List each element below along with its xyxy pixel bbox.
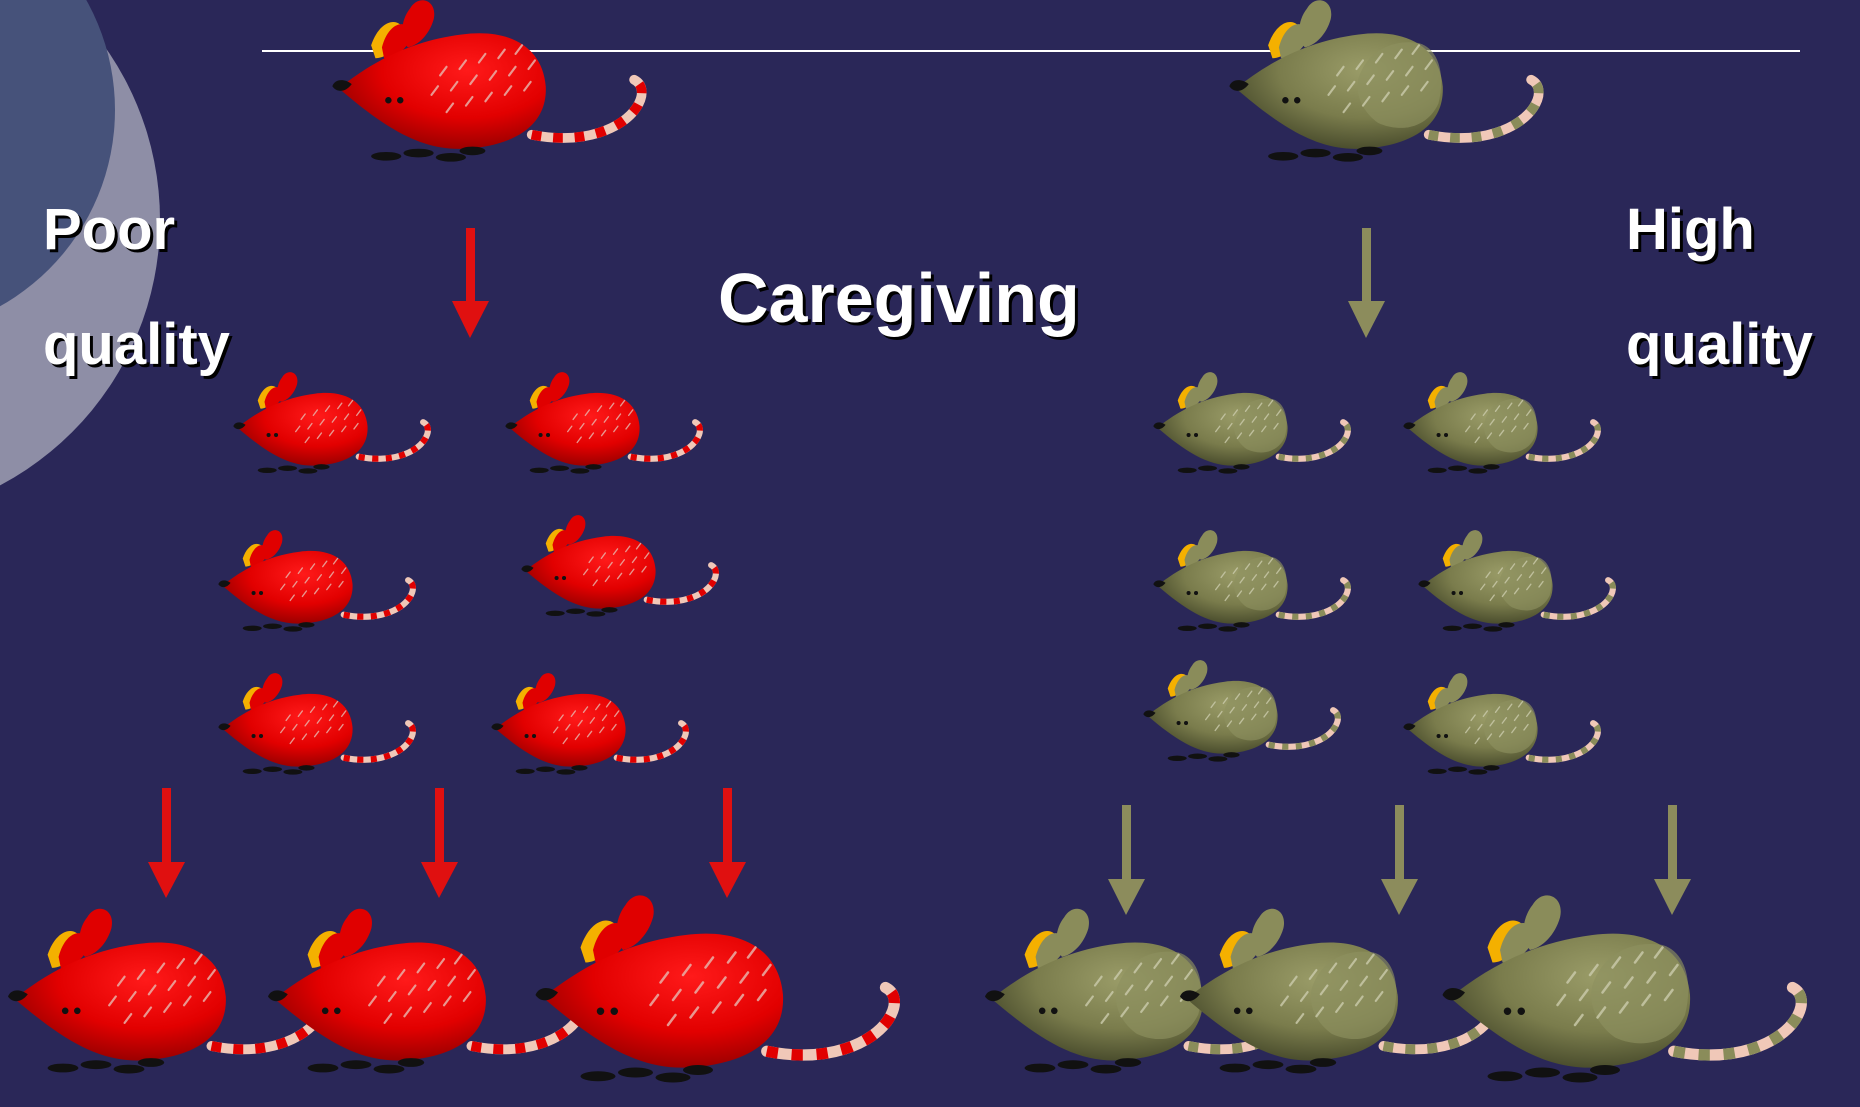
mouse-icon [1229, 0, 1538, 161]
mouse-icon [1403, 673, 1598, 774]
poor-quality-label-line1: Poor [43, 196, 175, 263]
arrow-down-icon [1108, 805, 1145, 915]
poor-quality-label-line2: quality [43, 311, 230, 378]
mouse-icon [1153, 372, 1348, 473]
mouse-icon [505, 372, 700, 473]
mouse-icon [218, 530, 413, 631]
mouse-icon [233, 372, 428, 473]
arrow-down-icon [148, 788, 185, 898]
mouse-icon [491, 673, 686, 774]
diagram-title: Caregiving [718, 258, 1080, 338]
mouse-icon [268, 909, 584, 1074]
arrow-down-icon [421, 788, 458, 898]
arrow-down-icon [1381, 805, 1418, 915]
mouse-icon [536, 895, 895, 1082]
mouse-icon [1418, 530, 1613, 631]
mouse-icon [332, 0, 641, 161]
mouse-icon [1403, 372, 1598, 473]
arrow-down-icon [709, 788, 746, 898]
mouse-icon [1143, 660, 1338, 761]
mouse-icon [1153, 530, 1348, 631]
arrow-down-icon [1348, 228, 1385, 338]
high-quality-label-line1: High [1626, 196, 1755, 263]
mouse-icon [521, 515, 716, 616]
high-quality-label-line2: quality [1626, 311, 1813, 378]
arrow-down-icon [1654, 805, 1691, 915]
mouse-icon [218, 673, 413, 774]
mouse-icon [1443, 895, 1802, 1082]
arrow-down-icon [452, 228, 489, 338]
